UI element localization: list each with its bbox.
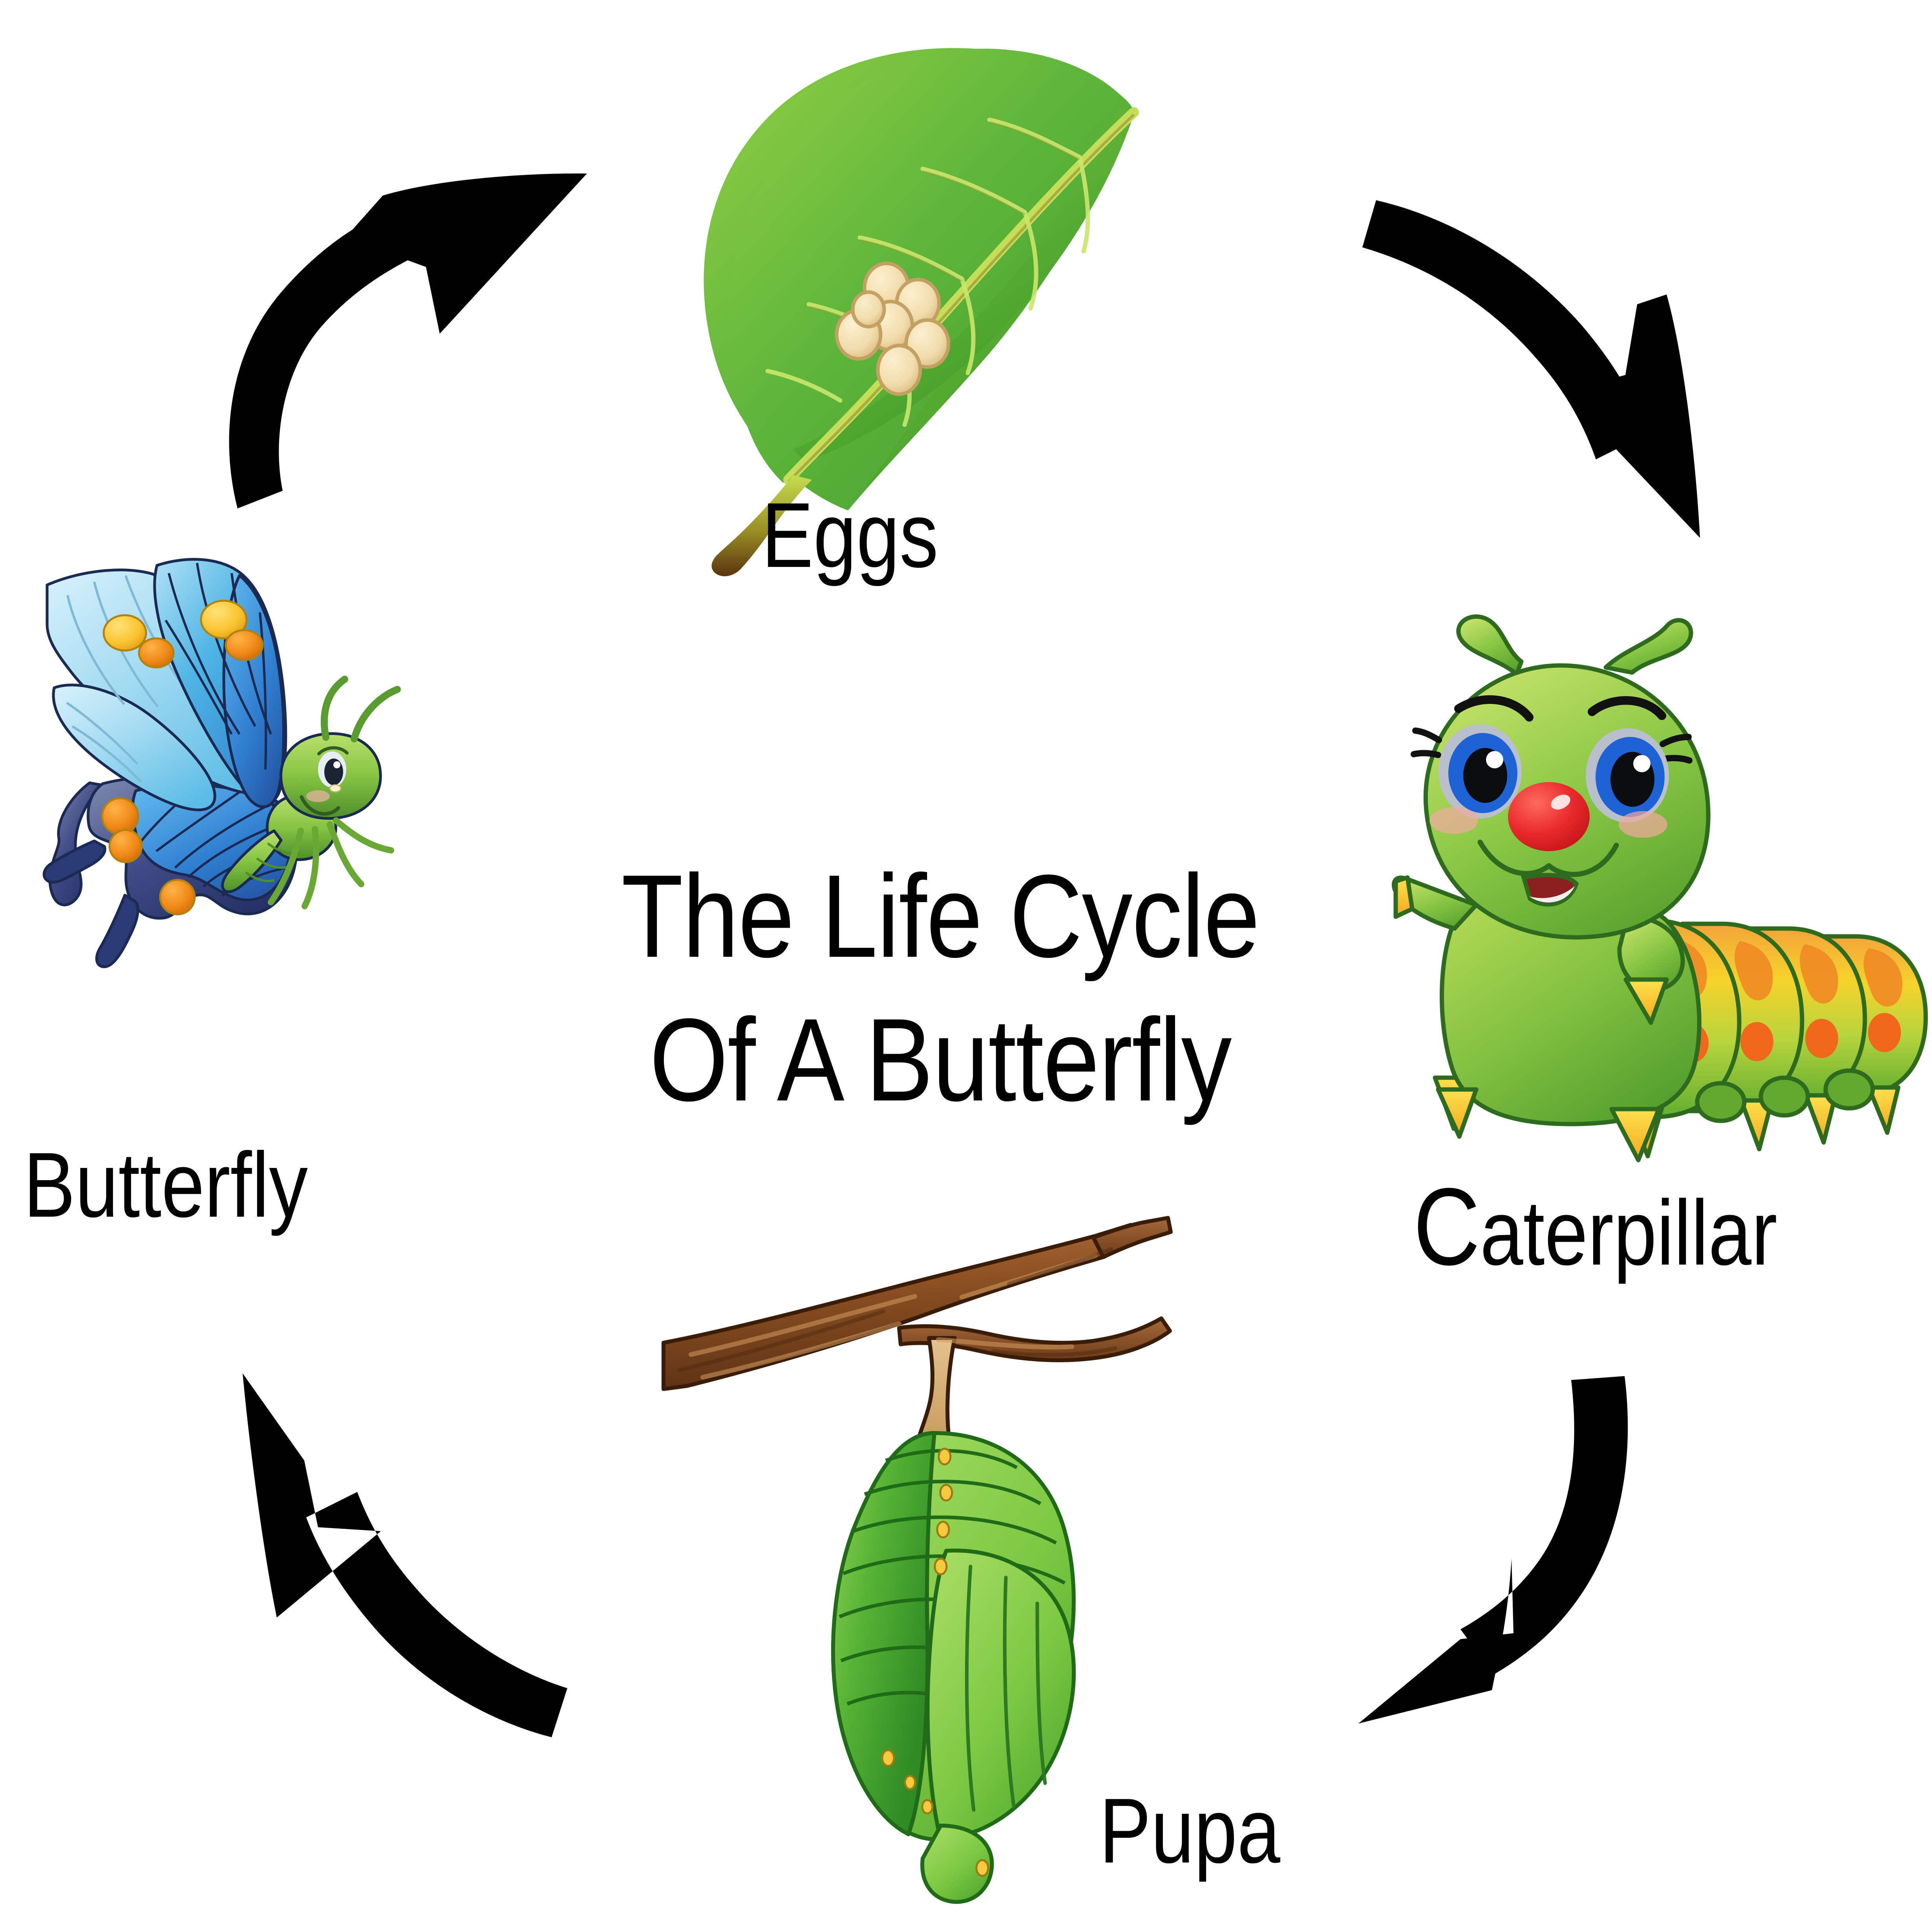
caterpillar-face: [1411, 695, 1693, 907]
stage-label-pupa: Pupa: [1099, 1779, 1281, 1882]
egg: [851, 290, 886, 329]
wing-tail: [42, 839, 106, 884]
caterpillar-prolegs: [1695, 1068, 1875, 1123]
arrow-pupa-to-butterfly: [243, 1373, 567, 1737]
branch-twig-upper: [1091, 1216, 1173, 1259]
butterfly-legs: [268, 817, 394, 909]
arrow-shape: [1362, 200, 1700, 538]
wing-case-veins: [965, 1565, 1047, 1812]
stage-illustration-pupa: [662, 1216, 1173, 1904]
wing-spot: [200, 600, 248, 640]
page-title: The Life Cycle Of A Butterfly: [598, 844, 1283, 1131]
wing-tail: [95, 894, 139, 968]
wing-fore-pale-lobe: [52, 684, 216, 812]
arrow-caterpillar-to-pupa: [1358, 1376, 1628, 1724]
arm2-claw: [1623, 977, 1669, 1025]
wing-spot: [102, 614, 147, 652]
leaf-stem: [711, 475, 812, 576]
butterfly-abdomen-tail: [221, 829, 283, 893]
wing-spots: [101, 600, 264, 916]
butterfly-face: [300, 746, 349, 816]
title-line-2: Of A Butterfly: [649, 994, 1232, 1126]
antenna: [351, 686, 401, 742]
branch-grain-dark: [677, 1247, 1117, 1372]
foot-front: [1436, 1087, 1479, 1139]
stage-label-caterpillar-capital: C: [1413, 1166, 1480, 1288]
arrow-shape: [1358, 1376, 1628, 1724]
arrow-shape: [229, 173, 587, 509]
stage-label-caterpillar-rest: aterpillar: [1480, 1181, 1777, 1284]
stage-illustration-butterfly: [42, 558, 401, 968]
foot: [1739, 1098, 1774, 1152]
stage-illustration-caterpillar: [1391, 614, 1928, 1162]
stage-label-butterfly: Butterfly: [24, 1133, 308, 1236]
foot: [1804, 1093, 1838, 1145]
title-line-1: The Life Cycle: [621, 850, 1260, 982]
antenna: [320, 676, 348, 741]
pupa-tail: [920, 1824, 994, 1904]
wing-spot: [225, 629, 264, 661]
branch-main: [662, 1223, 1141, 1391]
egg-cluster: [835, 261, 950, 396]
caterpillar-arm2: [1617, 914, 1685, 992]
wing-spot: [159, 879, 196, 916]
wing-spot: [138, 637, 175, 669]
pupa-stalk: [916, 1336, 957, 1443]
antenna-right: [1603, 618, 1693, 675]
egg: [876, 344, 922, 396]
pupa-wing-case: [925, 1548, 1076, 1840]
wing-spot: [101, 797, 139, 835]
arrow-eggs-to-caterpillar: [1362, 200, 1700, 538]
branch-twig-lower: [897, 1316, 1172, 1362]
stage-label-caterpillar: Caterpillar: [1413, 1172, 1777, 1282]
arrow-butterfly-to-eggs: [229, 173, 587, 509]
pupa-dots: [881, 1448, 989, 1877]
stage-label-eggs: Eggs: [762, 483, 938, 587]
arrow-shape: [243, 1373, 567, 1737]
wing-spot: [108, 829, 143, 863]
stage-illustration-eggs: [704, 48, 1139, 576]
foot: [1866, 1085, 1901, 1135]
antenna-left: [1456, 614, 1524, 676]
branch-grain: [689, 1253, 1098, 1380]
foot-front: [1609, 1107, 1661, 1162]
leaf-body: [728, 48, 1135, 483]
arm-claw: [1393, 875, 1415, 919]
pupa-ribs-region: [831, 1431, 936, 1836]
